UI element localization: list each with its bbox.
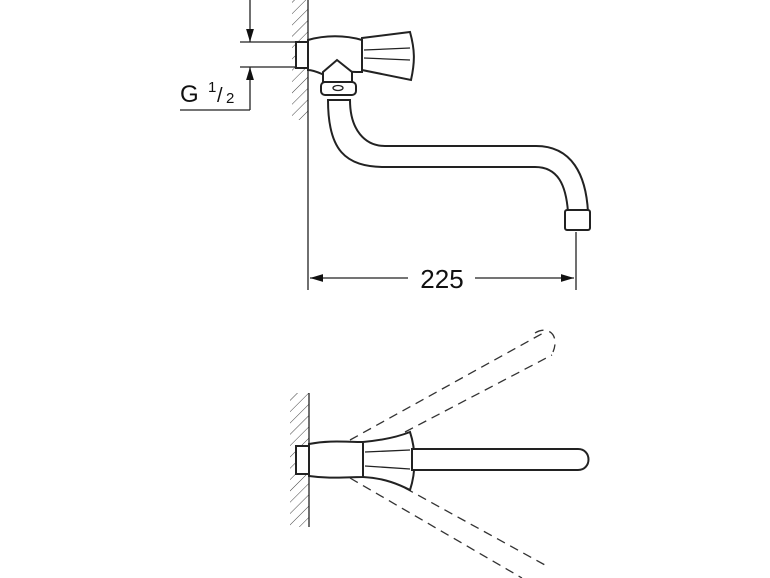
swivel-range: [349, 329, 556, 578]
aerator: [564, 209, 591, 231]
reach-value: 225: [420, 264, 463, 294]
thread-fraction-num: 1: [208, 79, 216, 96]
faucet-side: [295, 30, 591, 231]
handle: [361, 30, 415, 82]
top-view: [290, 329, 590, 578]
body-neck: [322, 58, 353, 83]
union-nut: [320, 81, 357, 96]
spout: [326, 99, 590, 213]
inlet-thread-top: [295, 445, 310, 475]
side-view: G 1 / 2 225: [180, 0, 591, 294]
inlet-thread: [295, 41, 309, 69]
thread-fraction-den: 2: [226, 90, 234, 107]
reach-dimension: 225: [310, 232, 577, 294]
thread-fraction-slash: /: [217, 85, 223, 107]
valve-body-top: [308, 440, 364, 479]
handle-top: [362, 430, 416, 492]
thread-dimension: G 1 / 2: [180, 0, 300, 111]
thread-label: G: [180, 81, 199, 108]
spout-top: [411, 448, 590, 471]
